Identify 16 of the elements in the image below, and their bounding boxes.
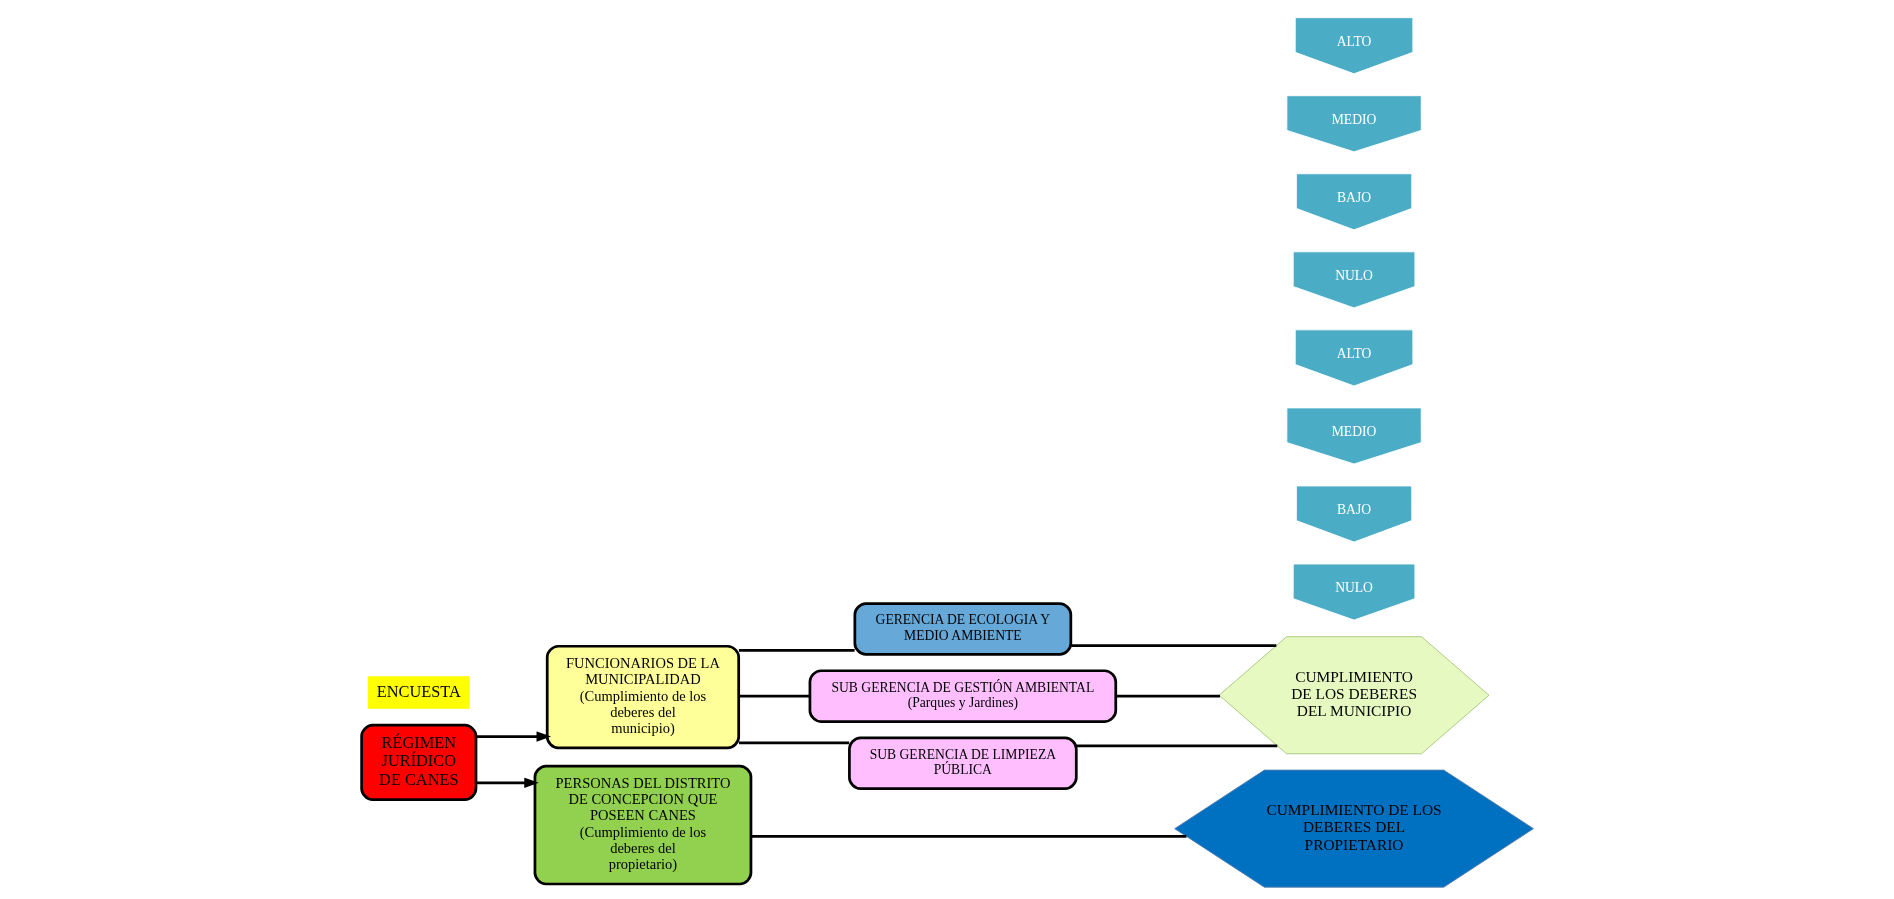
connector [1070,644,1276,647]
node-box: RÉGIMEN JURÍDICO DE CANES [359,723,477,801]
node-box: SUB GERENCIA DE GESTIÓN AMBIENTAL (Parques y Jardines) [808,669,1117,723]
connector [1115,694,1220,698]
node-box: GERENCIA DE ECOLOGIA Y MEDIO AMBIENTE [853,602,1072,656]
node-box: FUNCIONARIOS DE LA MUNICIPALIDAD (Cumplimiento de los deberes del municipio) [545,644,740,750]
connector [738,694,810,698]
arrow [475,731,551,742]
node-box: PERSONAS DEL DISTRITO DE CONCEPCION QUE POSEEN CANES (Cumplimiento de los deberes del propietario) [533,764,752,886]
node-box: SUB GERENCIA DE LIMPIEZA PÚBLICA [847,736,1078,791]
connector [1076,744,1277,748]
connector [750,835,1186,838]
connector [738,648,855,652]
label: ENCUESTA [376,681,461,701]
arrow [475,777,539,788]
connector [738,741,849,745]
